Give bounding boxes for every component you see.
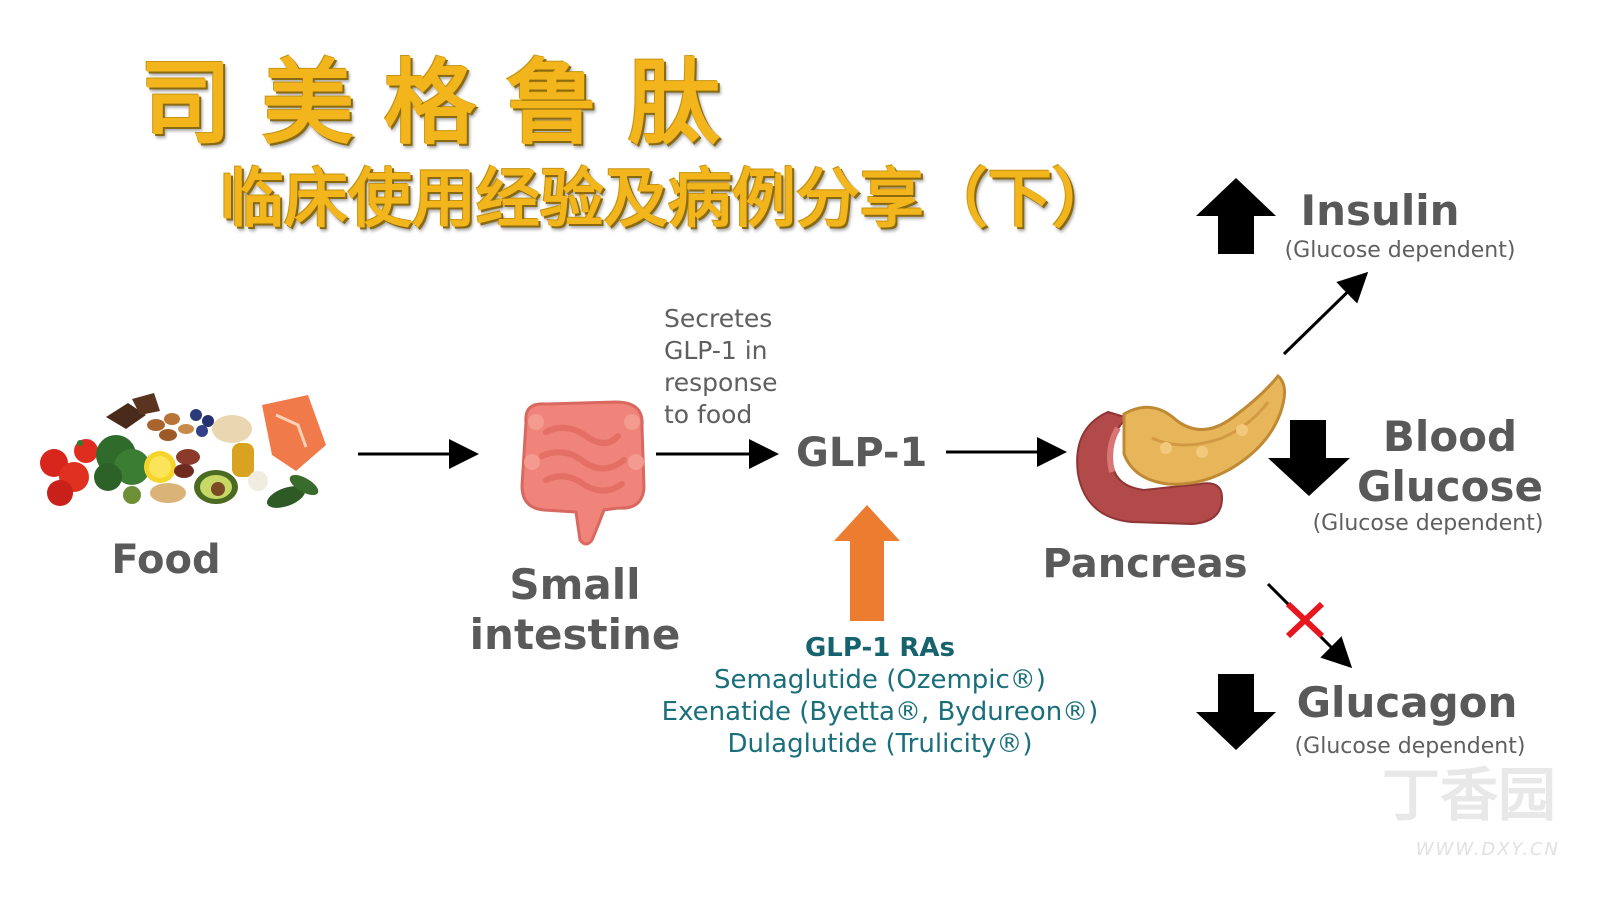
blocked-cross-icon — [1285, 601, 1325, 639]
glp1-ras-title: GLP-1 RAs — [804, 633, 956, 663]
secretion-note: Secretes GLP-1 in response to food — [664, 303, 778, 431]
glp1-ras-block: GLP-1 RAs Semaglutide (Ozempic®) Exenati… — [640, 632, 1120, 760]
secretion-note-line3: response — [664, 368, 778, 397]
blood-glucose-down-arrow-icon — [1268, 420, 1350, 496]
arrow-pancreas-to-glucagon — [1266, 582, 1353, 669]
secretion-note-line1: Secretes — [664, 304, 773, 333]
food-image — [40, 393, 326, 508]
drug-exenatide: Exenatide (Byetta®, Bydureon®) — [661, 697, 1099, 727]
blood-glucose-title-line1: Blood — [1382, 412, 1518, 461]
watermark-brand: 丁香园 — [1381, 761, 1556, 829]
glucagon-down-arrow-icon — [1196, 674, 1276, 750]
pancreas-image — [1076, 373, 1286, 526]
insulin-up-arrow-icon — [1196, 178, 1276, 254]
drug-dulaglutide: Dulaglutide (Trulicity®) — [727, 729, 1033, 759]
small-intestine-label-line2: intestine — [469, 610, 681, 660]
blood-glucose-note: (Glucose dependent) — [1312, 511, 1544, 536]
pancreas-label: Pancreas — [1042, 541, 1248, 587]
glucagon-title: Glucagon — [1296, 678, 1518, 727]
watermark-url: WWW.DXY.CN — [1415, 839, 1560, 860]
small-intestine-label: Small intestine — [460, 560, 690, 661]
food-label: Food — [111, 537, 221, 583]
secretion-note-line2: GLP-1 in — [664, 336, 768, 365]
glp1-label: GLP-1 — [796, 430, 928, 476]
blood-glucose-title-line2: Glucose — [1356, 462, 1543, 511]
insulin-title: Insulin — [1300, 186, 1460, 235]
insulin-note: (Glucose dependent) — [1284, 238, 1516, 263]
title-subtitle: 临床使用经验及病例分享（下） — [220, 163, 1116, 237]
arrow-pancreas-to-insulin — [1282, 271, 1369, 356]
drug-semaglutide: Semaglutide (Ozempic®) — [714, 665, 1046, 695]
small-intestine-label-line1: Small — [509, 560, 641, 609]
title-main: 司美格鲁肽 — [140, 50, 751, 157]
orange-up-arrow-icon — [834, 505, 900, 621]
small-intestine-image — [520, 400, 646, 546]
secretion-note-line4: to food — [664, 400, 753, 429]
blood-glucose-title: Blood Glucose — [1352, 412, 1548, 512]
glucagon-note: (Glucose dependent) — [1294, 734, 1526, 759]
